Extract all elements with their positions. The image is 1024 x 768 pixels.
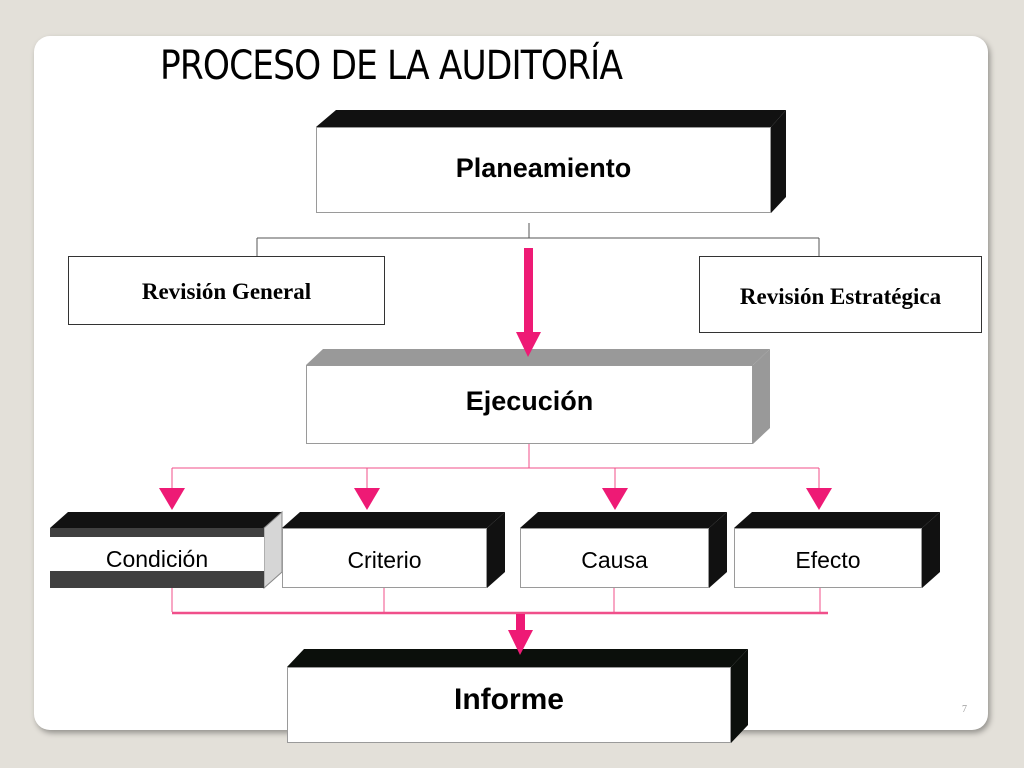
node-efecto: Efecto <box>734 528 922 588</box>
causa-bevel-side <box>709 512 727 588</box>
condicion-bevel-top <box>50 512 282 528</box>
node-revision-estrategica: Revisión Estratégica <box>699 256 982 333</box>
node-condicion: Condición <box>105 546 209 572</box>
ejecucion-bevel-top <box>306 349 770 365</box>
criterio-bevel-side <box>487 512 505 588</box>
revision-connector <box>256 223 820 256</box>
efecto-bevel-top <box>734 512 940 528</box>
ejecucion-branch-connector <box>171 444 820 488</box>
planeamiento-bevel-top <box>316 110 786 127</box>
merge-connector <box>171 588 828 615</box>
node-planeamiento: Planeamiento <box>316 127 771 213</box>
arrow-to-informe <box>508 614 533 655</box>
informe-bevel-side <box>731 649 748 743</box>
planeamiento-bevel-side <box>771 110 786 213</box>
ejecucion-bevel-side <box>753 349 770 444</box>
node-informe: Informe <box>287 667 731 743</box>
node-ejecucion: Ejecución <box>306 365 753 444</box>
node-revision-general: Revisión General <box>68 256 385 325</box>
criterio-bevel-top <box>282 512 505 528</box>
page-title: PROCESO DE LA AUDITORÍA <box>160 43 623 89</box>
efecto-bevel-side <box>922 512 940 588</box>
node-criterio: Criterio <box>282 528 487 588</box>
node-causa: Causa <box>520 528 709 588</box>
informe-bevel-top <box>287 649 748 667</box>
slide-number: 7 <box>962 704 967 715</box>
condicion-band <box>50 537 264 571</box>
arrow-planeamiento-ejecucion <box>516 248 541 357</box>
causa-bevel-top <box>520 512 727 528</box>
branch-arrowheads <box>159 488 832 510</box>
